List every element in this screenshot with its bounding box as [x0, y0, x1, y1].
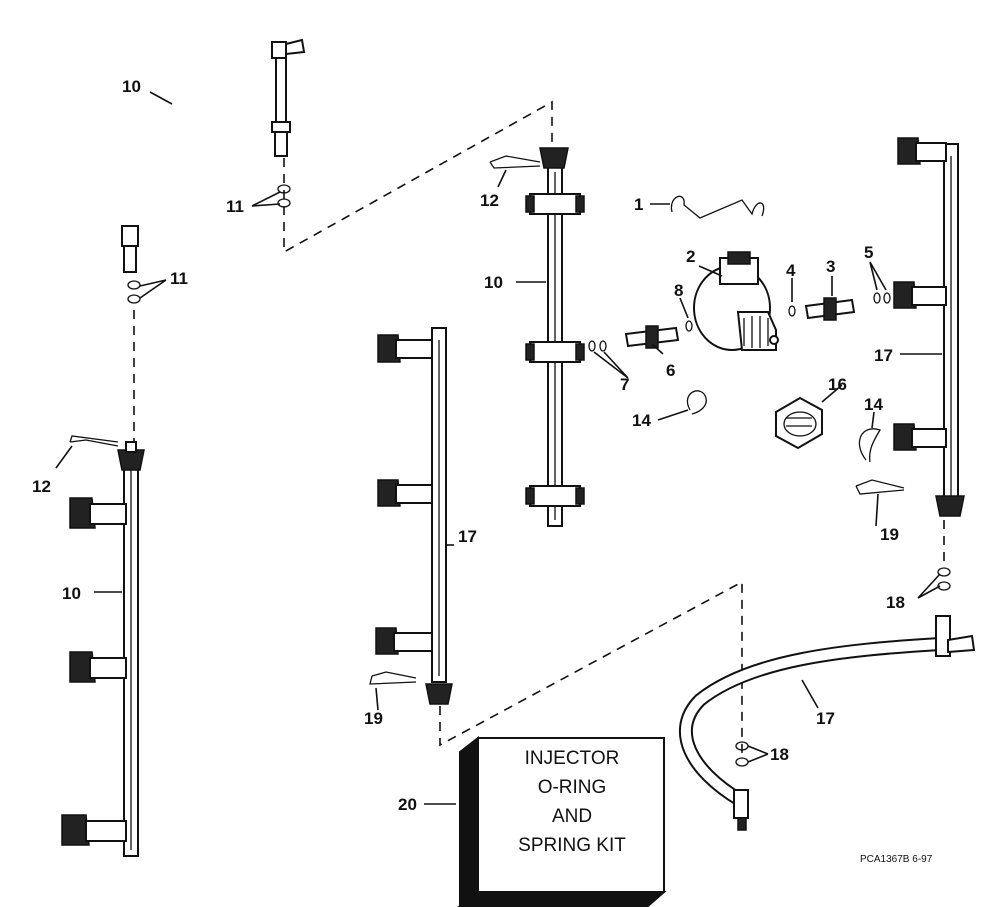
o-rings-11-top — [127, 184, 291, 304]
wire-clip-1 — [670, 195, 765, 219]
o-ring-4 — [788, 305, 796, 317]
o-rings-18-right — [937, 567, 951, 591]
retainer-clip-12-left — [69, 435, 119, 447]
label-10-center: 10 — [484, 273, 503, 292]
label-17-right: 17 — [874, 346, 893, 365]
kit-box-20: INJECTOR O-RING AND SPRING KIT — [457, 735, 667, 907]
label-14-center: 14 — [632, 411, 651, 430]
label-18-right: 18 — [886, 593, 905, 612]
fitting-6 — [624, 325, 680, 349]
label-2: 2 — [686, 247, 695, 266]
label-3: 3 — [826, 257, 835, 276]
label-1: 1 — [634, 195, 643, 214]
kit-text-line4: SPRING KIT — [518, 835, 626, 856]
fuel-rail-17-right — [893, 137, 965, 517]
retainer-clip-19-middle — [369, 671, 417, 685]
clamp-14-center — [687, 390, 707, 415]
label-6: 6 — [666, 361, 675, 380]
fuel-hose-top-left — [104, 38, 306, 273]
kit-text-line1: INJECTOR — [525, 748, 620, 769]
reference-code: PCA1367B 6-97 — [860, 854, 933, 865]
fuel-rail-17-middle — [375, 327, 453, 705]
label-11-mid: 11 — [170, 269, 188, 288]
label-16: 16 — [828, 375, 847, 394]
retainer-clip-19-right — [855, 479, 905, 495]
label-7: 7 — [620, 375, 629, 394]
o-rings-7 — [588, 340, 607, 352]
leader-lines — [55, 91, 942, 805]
label-12-left: 12 — [32, 477, 51, 496]
fuel-hose-lower-right — [678, 615, 976, 831]
kit-text-line3: AND — [552, 806, 592, 827]
callout-labels: 10 11 11 12 10 12 10 1 2 4 3 5 8 6 7 14 … — [32, 77, 905, 814]
label-11-top: 11 — [226, 197, 244, 216]
nut-16 — [775, 396, 823, 450]
clamp-14-right — [858, 428, 881, 463]
label-14-right: 14 — [864, 395, 883, 414]
fitting-3 — [804, 297, 856, 321]
fuel-rail-left — [61, 441, 145, 857]
kit-text-line2: O-RING — [538, 777, 607, 798]
o-ring-8 — [685, 320, 693, 332]
label-10-left: 10 — [62, 584, 81, 603]
label-4: 4 — [786, 261, 796, 280]
o-rings-5 — [873, 292, 891, 304]
label-18-lower: 18 — [770, 745, 789, 764]
label-5: 5 — [864, 243, 873, 262]
pressure-regulator-2 — [693, 251, 779, 351]
label-19-middle: 19 — [364, 709, 383, 728]
label-17-middle: 17 — [458, 527, 477, 546]
label-17-hose: 17 — [816, 709, 835, 728]
label-10-top: 10 — [122, 77, 141, 96]
label-19-right: 19 — [880, 525, 899, 544]
label-20: 20 — [398, 795, 417, 814]
label-12-center: 12 — [480, 191, 499, 210]
label-8: 8 — [674, 281, 683, 300]
fuel-rail-10-center — [525, 147, 585, 527]
retainer-clip-12-center — [489, 155, 541, 169]
